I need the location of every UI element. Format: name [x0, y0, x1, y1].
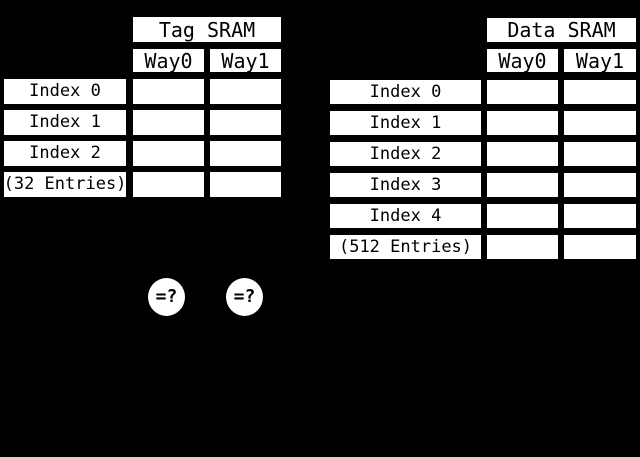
tag-sram-cell-index0-way1 [208, 77, 283, 106]
data-sram-cell-index2-way1 [562, 140, 638, 168]
tag-sram-row-label-entries: (32 Entries) [2, 170, 128, 199]
tag-sram-row-label-index0: Index 0 [2, 77, 128, 106]
data-sram-cell-index4-way1 [562, 202, 638, 230]
tag-sram-column-way1: Way1 [208, 47, 283, 74]
data-sram-column-way1: Way1 [562, 47, 638, 74]
data-sram-cell-index3-way0 [485, 171, 560, 199]
tag-sram-column-way0: Way0 [131, 47, 206, 74]
tag-sram-cell-index2-way0 [131, 139, 206, 168]
data-sram-row-label-index2: Index 2 [328, 140, 483, 168]
data-sram-cell-entries-way0 [485, 233, 560, 261]
tag-sram-row-label-index1: Index 1 [2, 108, 128, 137]
data-sram-row-label-index3: Index 3 [328, 171, 483, 199]
data-sram-cell-index1-way1 [562, 109, 638, 137]
data-sram-row-label-index4: Index 4 [328, 202, 483, 230]
tag-sram-cell-index1-way1 [208, 108, 283, 137]
data-sram-cell-entries-way1 [562, 233, 638, 261]
tag-sram-cell-entries-way1 [208, 170, 283, 199]
data-sram-cell-index3-way1 [562, 171, 638, 199]
data-sram-cell-index4-way0 [485, 202, 560, 230]
tag-sram-cell-index1-way0 [131, 108, 206, 137]
tag-sram-title: Tag SRAM [131, 15, 283, 44]
tag-sram-cell-index0-way0 [131, 77, 206, 106]
comparator-way0: =? [148, 278, 185, 316]
comparator-way1-label: =? [233, 286, 256, 307]
data-sram-row-label-index1: Index 1 [328, 109, 483, 137]
data-sram-row-label-entries: (512 Entries) [328, 233, 483, 261]
data-sram-title: Data SRAM [485, 16, 638, 44]
tag-sram-row-label-index2: Index 2 [2, 139, 128, 168]
comparator-way1: =? [226, 278, 263, 316]
data-sram-column-way0: Way0 [485, 47, 560, 74]
data-sram-row-label-index0: Index 0 [328, 78, 483, 106]
comparator-way0-label: =? [155, 286, 178, 307]
data-sram-cell-index2-way0 [485, 140, 560, 168]
data-sram-cell-index1-way0 [485, 109, 560, 137]
data-sram-cell-index0-way1 [562, 78, 638, 106]
data-sram-cell-index0-way0 [485, 78, 560, 106]
tag-sram-cell-index2-way1 [208, 139, 283, 168]
tag-sram-cell-entries-way0 [131, 170, 206, 199]
